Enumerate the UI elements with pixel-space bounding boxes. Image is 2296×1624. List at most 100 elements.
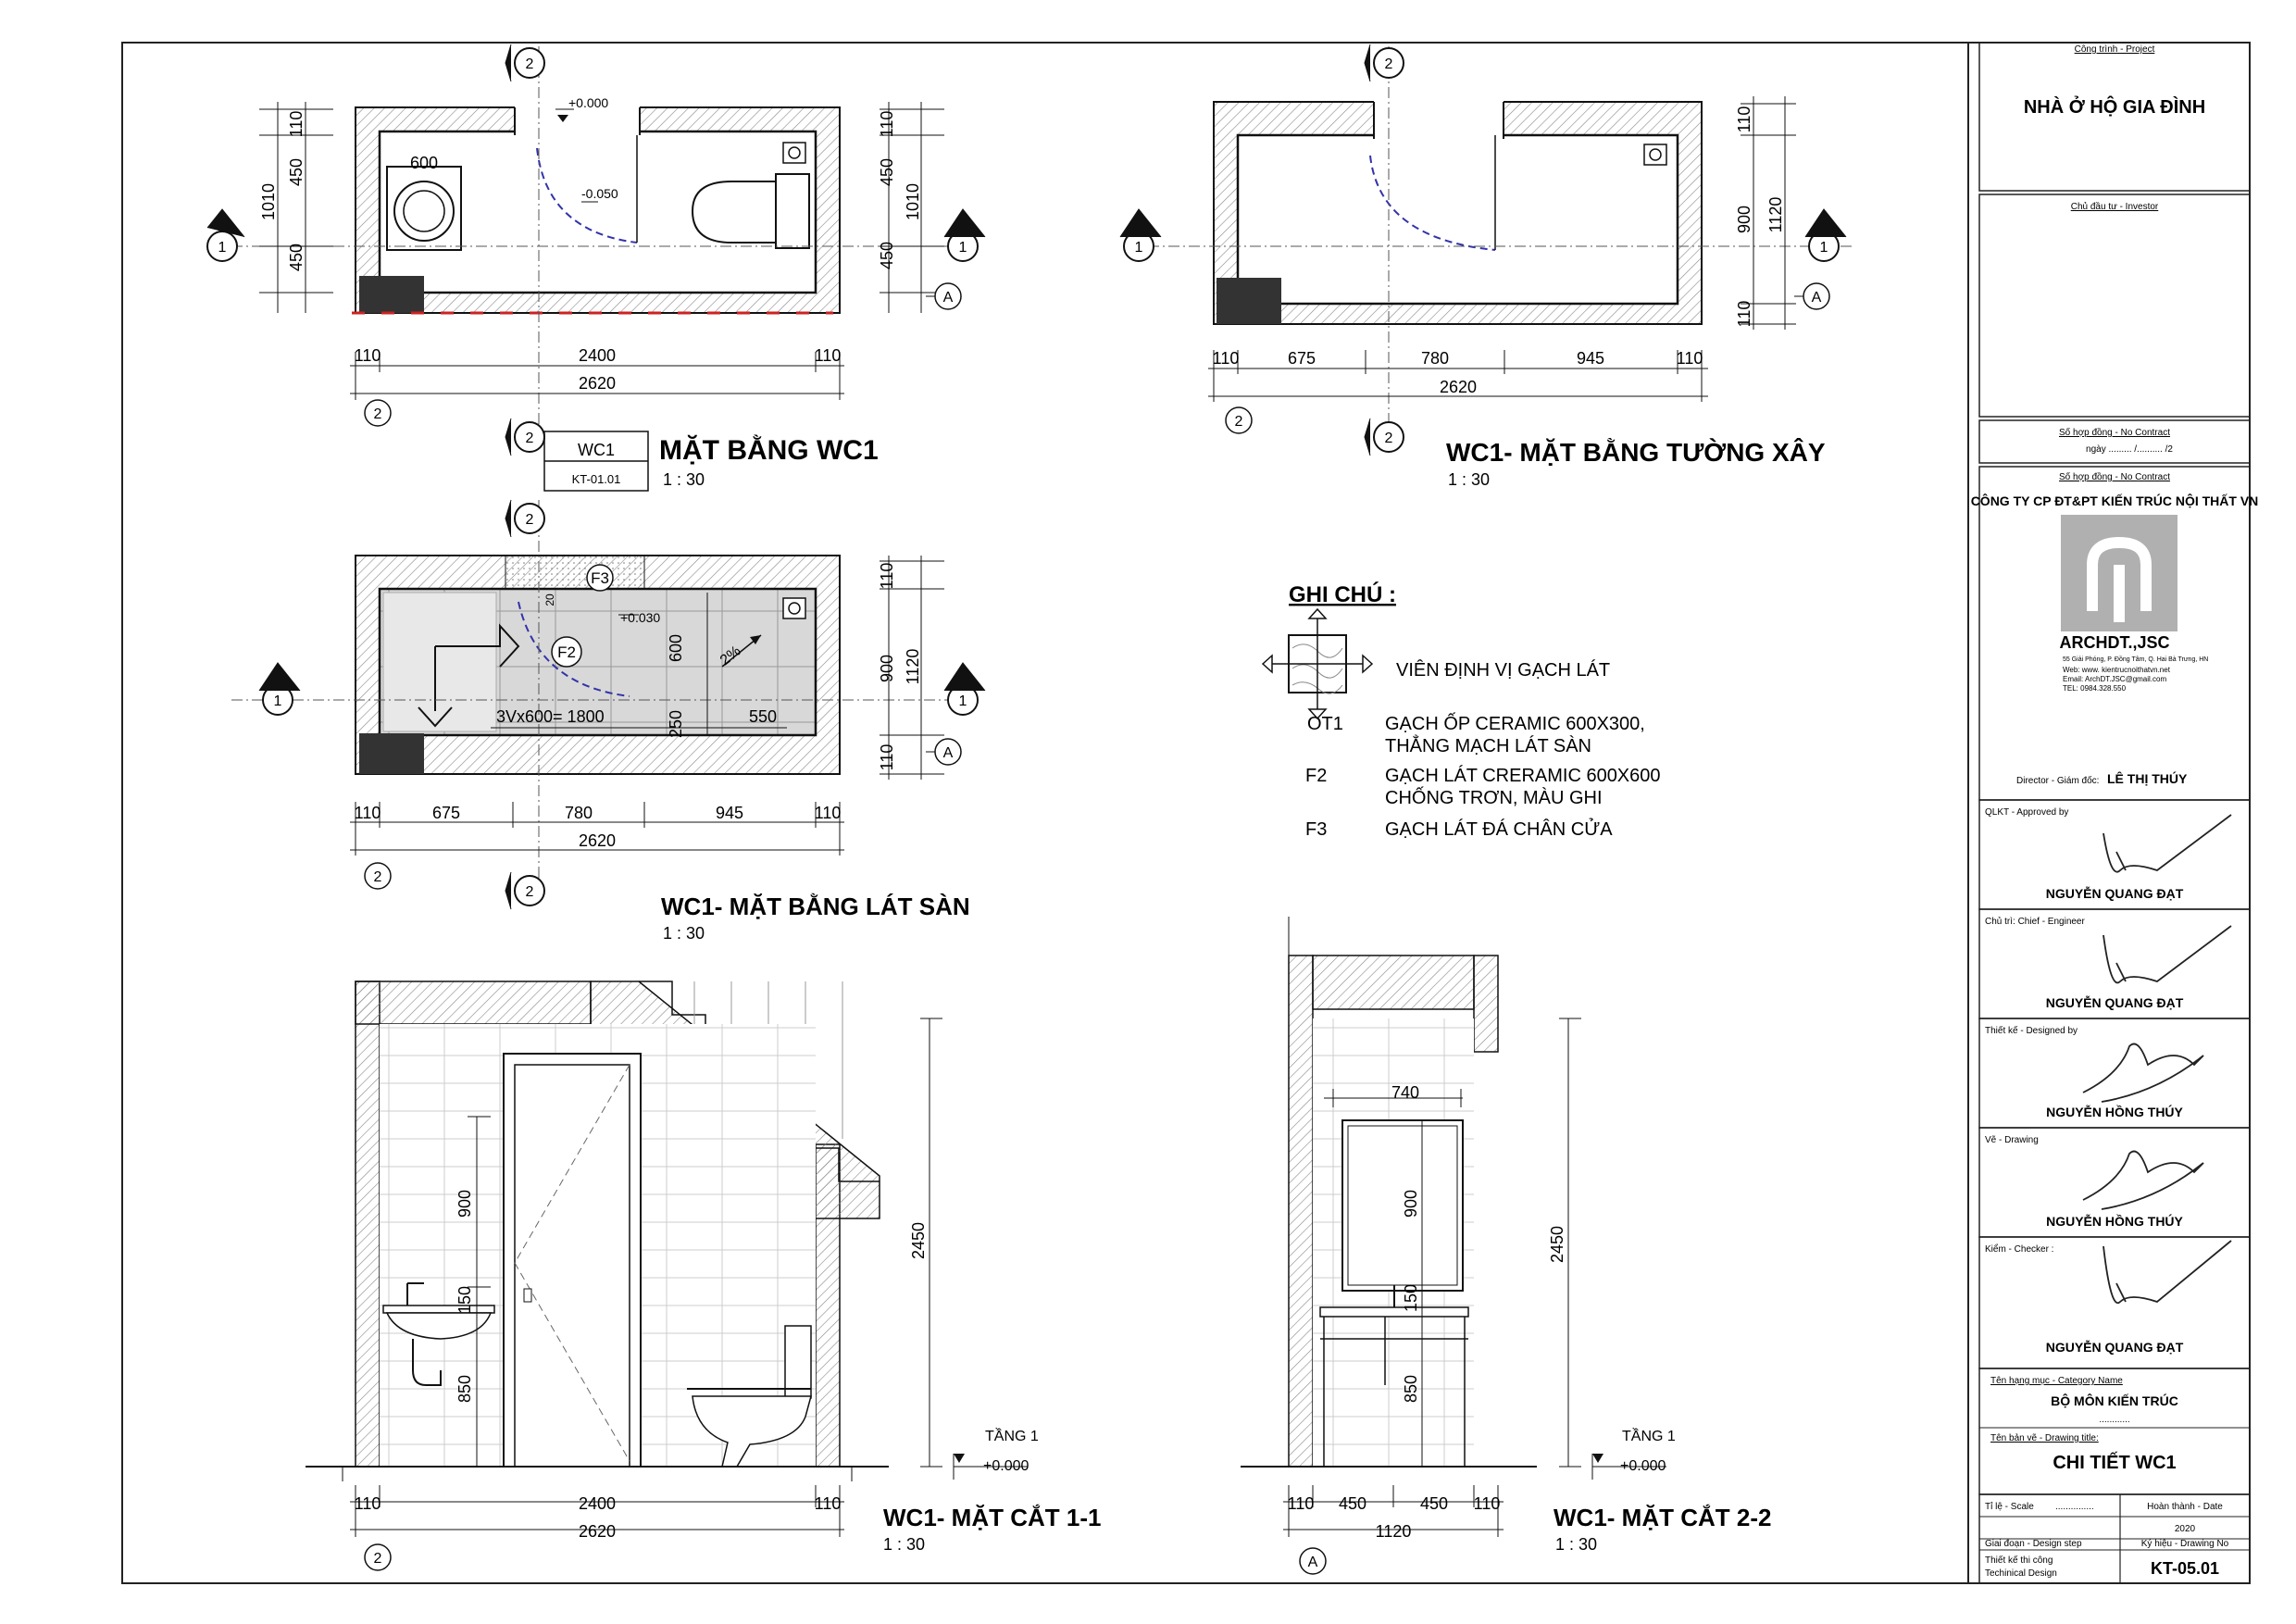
marker-2-label: 2 <box>374 869 382 885</box>
signature-checker <box>2103 1240 2232 1305</box>
plan1-r-total: 1010 <box>904 183 922 220</box>
plan2-v3: 110 <box>1735 301 1753 328</box>
marker-2-label: 2 <box>526 512 534 528</box>
tb-designed: NGUYỄN HỒNG THÚY <box>2046 1104 2183 1119</box>
plan3-d20: 20 <box>543 593 556 606</box>
signature-drawing <box>2082 1150 2204 1210</box>
tb-step-label: Giai đoạn - Design step <box>1985 1539 2082 1549</box>
tb-year: 2020 <box>2175 1524 2196 1534</box>
plan3-v3: 110 <box>878 744 896 771</box>
tb-date-label: Hoàn thành - Date <box>2147 1502 2223 1512</box>
tb-step-2: Techinical Design <box>1985 1568 2057 1579</box>
tb-drawing-no: KT-05.01 <box>2151 1559 2219 1578</box>
s22-h850: 850 <box>1402 1375 1420 1403</box>
tb-logo-addr: 55 Giải Phóng, P. Đồng Tâm, Q. Hai Bà Tr… <box>2063 655 2208 663</box>
tb-logo-web: Web: www. kientrucnoithatvn.net <box>2063 666 2171 674</box>
marker-1-label: 1 <box>959 240 967 256</box>
legend-item-code: OT1 <box>1307 714 1343 734</box>
plan2-d3: 780 <box>1421 349 1449 368</box>
plan3-d2: 675 <box>432 804 460 822</box>
marker-a-label: A <box>1308 1555 1318 1570</box>
plan3-v-total: 1120 <box>904 649 922 685</box>
plan3-d4: 945 <box>716 804 743 822</box>
plan3-tile-note: 3Vx600= 1800 <box>496 707 605 726</box>
s22-floor-lvl: +0.000 <box>1620 1458 1666 1474</box>
plan-walls <box>1148 46 1852 435</box>
plan2-v2: 900 <box>1735 206 1753 233</box>
plan2-scale: 1 : 30 <box>1448 470 1490 489</box>
marker-2-label: 2 <box>1385 56 1393 72</box>
s22-h150: 150 <box>1402 1284 1420 1312</box>
s11-floor: TẦNG 1 <box>985 1427 1039 1444</box>
plan1-d-width: 2400 <box>579 346 616 365</box>
tb-logo-tel: TEL: 0984.328.550 <box>2063 684 2127 693</box>
tb-scale-label: Tỉ lệ - Scale <box>1985 1501 2034 1512</box>
marker-2-label: 2 <box>374 406 382 422</box>
plan1-r1: 110 <box>878 111 896 138</box>
tb-logo-email: Email: ArchDT.JSC@gmail.com <box>2063 675 2166 683</box>
marker-2-label: 2 <box>526 56 534 72</box>
s11-d-wall-left: 110 <box>355 1494 381 1513</box>
plan3-title: WC1- MẶT BẰNG LÁT SÀN <box>661 893 970 920</box>
plan3-d1: 110 <box>355 804 381 822</box>
signature-approved <box>2103 814 2232 873</box>
tb-checker-label: Kiểm - Checker : <box>1985 1243 2053 1255</box>
marker-grid-a <box>926 282 1830 1575</box>
plan3-f2: F2 <box>557 643 576 661</box>
marker-1-label: 1 <box>1135 240 1143 256</box>
tb-category-label: Tên hạng mục - Category Name <box>1990 1376 2123 1386</box>
tb-drawing-label: Vẽ - Drawing <box>1985 1135 2039 1145</box>
legend-item-line1: GẠCH ỐP CERAMIC 600X300, <box>1385 712 1645 734</box>
plan3-d250: 250 <box>667 710 685 738</box>
s11-d-width: 2400 <box>579 1494 616 1513</box>
plan3-d3: 780 <box>565 804 593 822</box>
tb-approved: NGUYỄN QUANG ĐẠT <box>2046 886 2184 901</box>
tb-director-label: Director - Giám đốc: <box>2016 775 2099 786</box>
plan1-tag: WC1 <box>578 441 615 459</box>
s22-floor: TẦNG 1 <box>1622 1427 1676 1444</box>
plan2-d-total: 2620 <box>1440 378 1477 396</box>
signature-chief <box>2103 925 2232 984</box>
plan1-ref: KT-01.01 <box>572 472 621 486</box>
plan1-lvl1: -0.050 <box>581 186 618 201</box>
plan3-d600: 600 <box>667 634 685 662</box>
s11-scale: 1 : 30 <box>883 1535 925 1554</box>
plan1-d-wall-right: 110 <box>815 346 842 365</box>
s22-title: WC1- MẶT CẮT 2-2 <box>1554 1504 1771 1531</box>
marker-2-label: 2 <box>526 884 534 900</box>
plan2-d2: 675 <box>1288 349 1316 368</box>
legend-item-line1: GẠCH LÁT ĐÁ CHÂN CỬA <box>1385 818 1613 840</box>
plan3-lvl: +0.030 <box>620 610 660 625</box>
marker-grid-2 <box>364 44 1404 1571</box>
tb-approved-label: QLKT - Approved by <box>1985 807 2068 818</box>
plan2-d5: 110 <box>1677 349 1703 368</box>
plan1-d-600: 600 <box>410 154 438 172</box>
plan2-v1: 110 <box>1735 106 1753 133</box>
marker-1-label: 1 <box>959 693 967 709</box>
marker-2-label: 2 <box>1235 414 1243 430</box>
tb-contract-date: ngày ......... /.......... /2 <box>2086 444 2173 455</box>
plan1-lvl0: +0.000 <box>568 95 608 110</box>
legend-symbol-label: VIÊN ĐỊNH VỊ GẠCH LÁT <box>1396 659 1610 681</box>
legend-title: GHI CHÚ : <box>1289 581 1396 607</box>
legend-item-code: F3 <box>1305 819 1327 840</box>
plan2-title: WC1- MẶT BẰNG TƯỜNG XÂY <box>1446 438 1826 467</box>
legend-symbol <box>1261 607 1374 720</box>
tb-drawing-title-label: Tên bản vẽ - Drawing title: <box>1990 1433 2099 1443</box>
marker-a-label: A <box>943 290 954 306</box>
tb-scale-dots: ............... <box>2055 1502 2094 1512</box>
marker-2-label: 2 <box>526 431 534 446</box>
s22-scale: 1 : 30 <box>1555 1535 1597 1554</box>
tb-drawing-no-label: Ký hiệu - Drawing No <box>2141 1539 2229 1549</box>
s22-d3: 450 <box>1420 1494 1448 1513</box>
s22-d2: 450 <box>1339 1494 1366 1513</box>
tb-category: BỘ MÔN KIẾN TRÚC <box>2051 1393 2178 1408</box>
marker-1-label: 1 <box>1820 240 1828 256</box>
tb-designed-label: Thiết kế - Designed by <box>1985 1025 2078 1036</box>
s22-d-total: 1120 <box>1376 1522 1412 1541</box>
s22-d1: 110 <box>1288 1494 1315 1513</box>
s11-h900: 900 <box>455 1190 474 1218</box>
s11-h-total: 2450 <box>909 1222 928 1259</box>
s11-title: WC1- MẶT CẮT 1-1 <box>883 1504 1101 1531</box>
plan-wc1 <box>231 46 963 492</box>
